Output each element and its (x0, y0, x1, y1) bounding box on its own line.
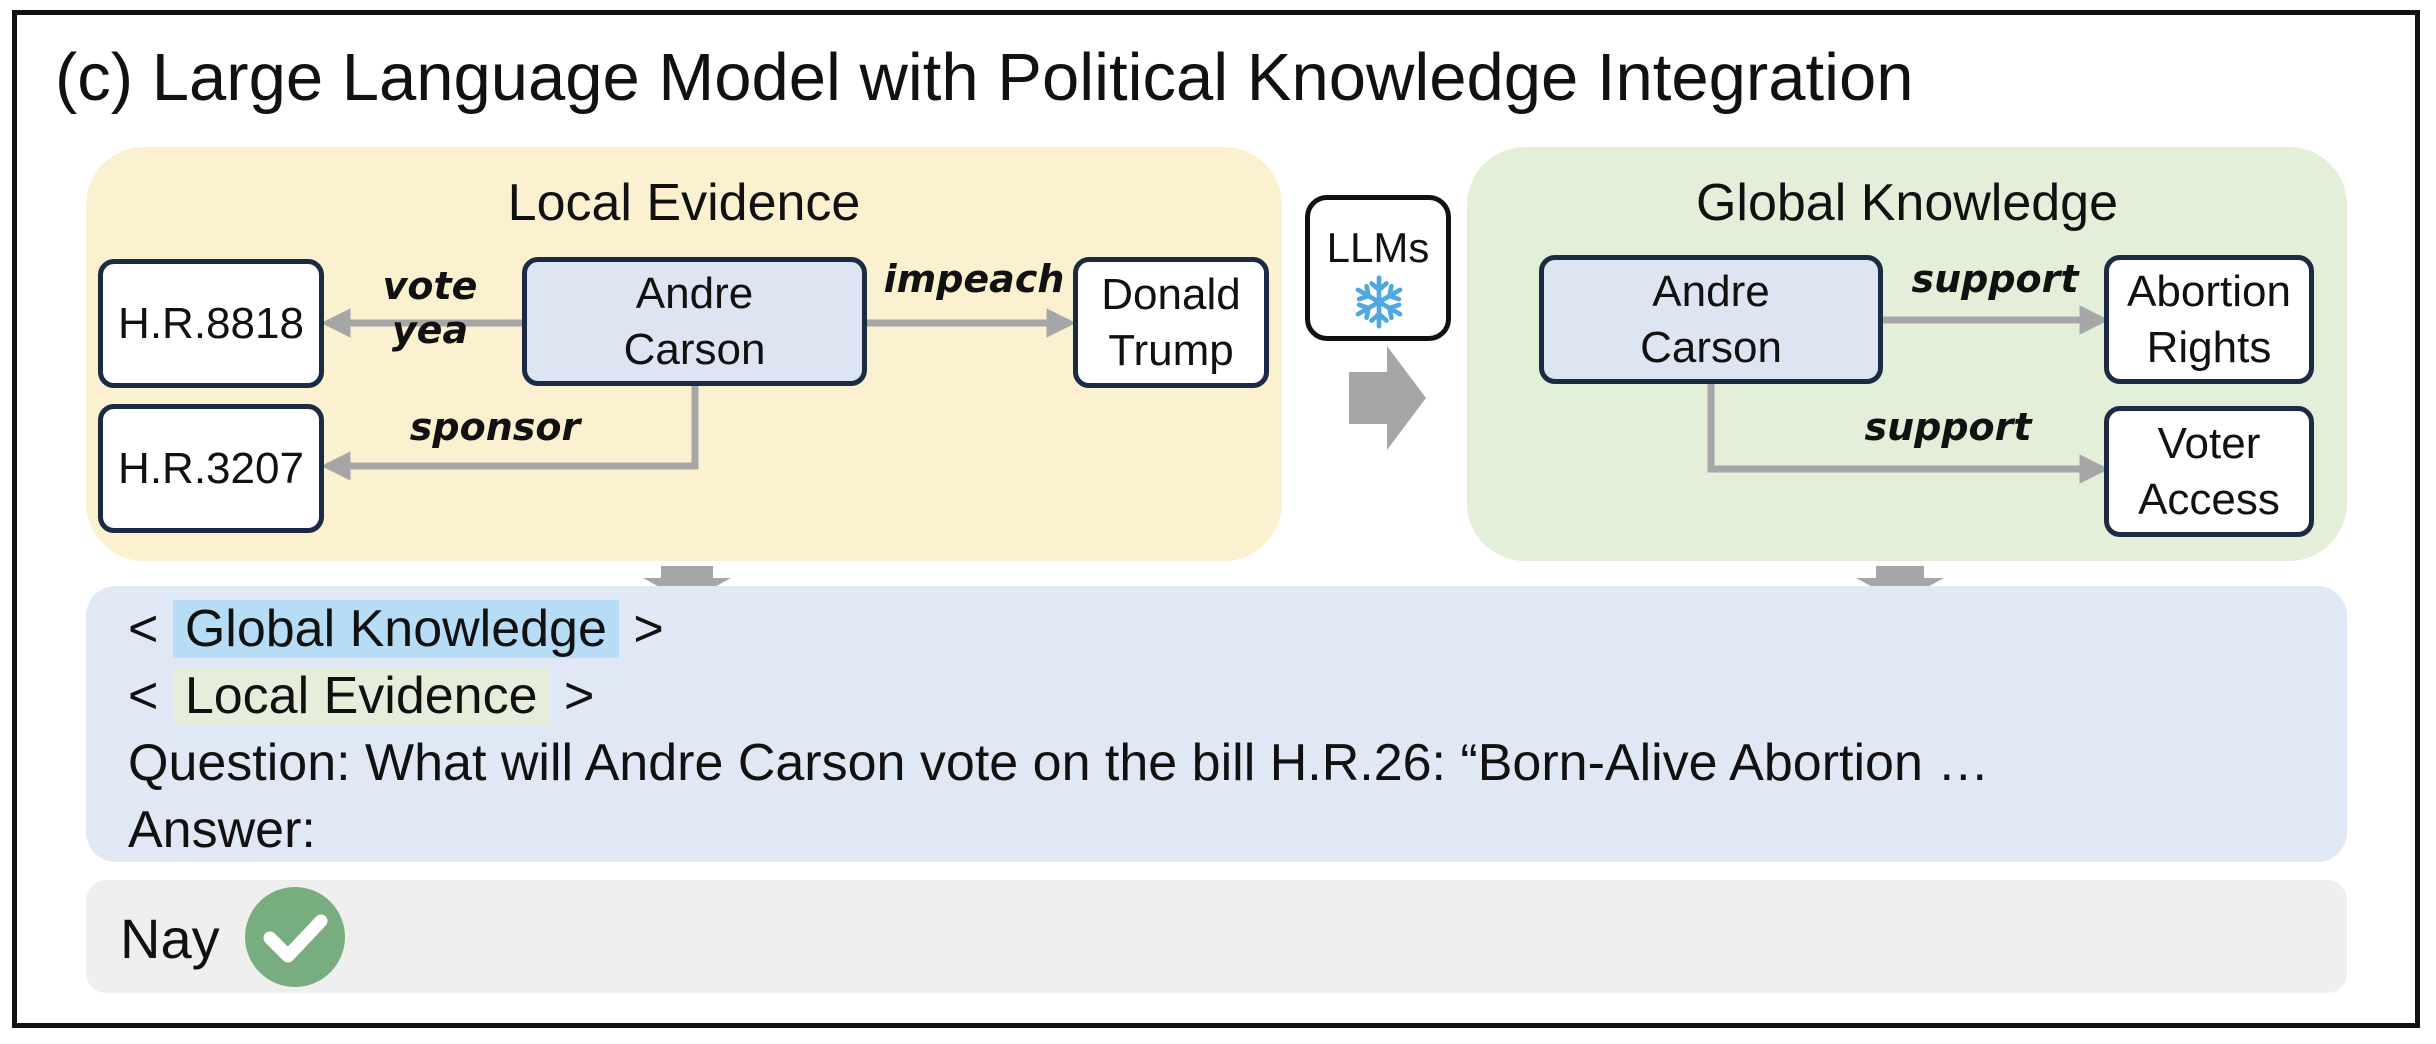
node-hr3207: H.R.3207 (98, 404, 324, 533)
global-knowledge-tag: Global Knowledge (172, 600, 619, 658)
node-andre-carson-global: Andre Carson (1539, 255, 1883, 384)
node-donald-trump: Donald Trump (1073, 257, 1269, 388)
node-voter-access: Voter Access (2104, 406, 2314, 537)
prompt-line-global: < Global Knowledge > (128, 597, 664, 661)
prompt-question: Question: What will Andre Carson vote on… (128, 734, 1990, 792)
local-evidence-title: Local Evidence (507, 174, 861, 232)
prompt-line-local: < Local Evidence > (128, 664, 594, 728)
llm-box: LLMs (1305, 195, 1451, 341)
down-arrow-local (643, 566, 731, 602)
bracket-close: > (633, 600, 664, 658)
down-arrow-global (1856, 566, 1944, 602)
bracket-close: > (563, 667, 595, 725)
answer-text: Nay (120, 907, 220, 970)
node-andre-carson-local: Andre Carson (522, 257, 867, 386)
figure-title: (c) Large Language Model with Political … (55, 40, 1914, 115)
edge-sponsor (321, 385, 699, 481)
bracket-open: < (128, 600, 159, 658)
node-hr8818: H.R.8818 (98, 259, 324, 388)
answer-panel: Nay (86, 880, 2347, 993)
global-knowledge-title: Global Knowledge (1695, 174, 2119, 232)
edge-label-sponsor: sponsor (409, 405, 581, 449)
edge-label-vote-yea: vote yea (382, 264, 478, 352)
local-evidence-tag: Local Evidence (172, 667, 550, 725)
llm-label: LLMs (1326, 224, 1430, 271)
edge-label-impeach: impeach (883, 257, 1065, 301)
prompt-answer-label: Answer: (128, 801, 316, 859)
figure-frame (12, 10, 2420, 1028)
check-circle-icon (245, 887, 345, 987)
node-abortion-rights: Abortion Rights (2104, 255, 2314, 384)
snowflake-icon (1355, 275, 1403, 329)
edge-label-support-abortion: support (1911, 257, 2079, 301)
edge-support-voter (1707, 382, 2109, 484)
edge-label-support-voter: support (1864, 405, 2032, 449)
prompt-panel: < Global Knowledge > < Local Evidence > … (86, 586, 2347, 862)
llm-transfer-arrow (1349, 346, 1426, 450)
bracket-open: < (128, 667, 159, 725)
